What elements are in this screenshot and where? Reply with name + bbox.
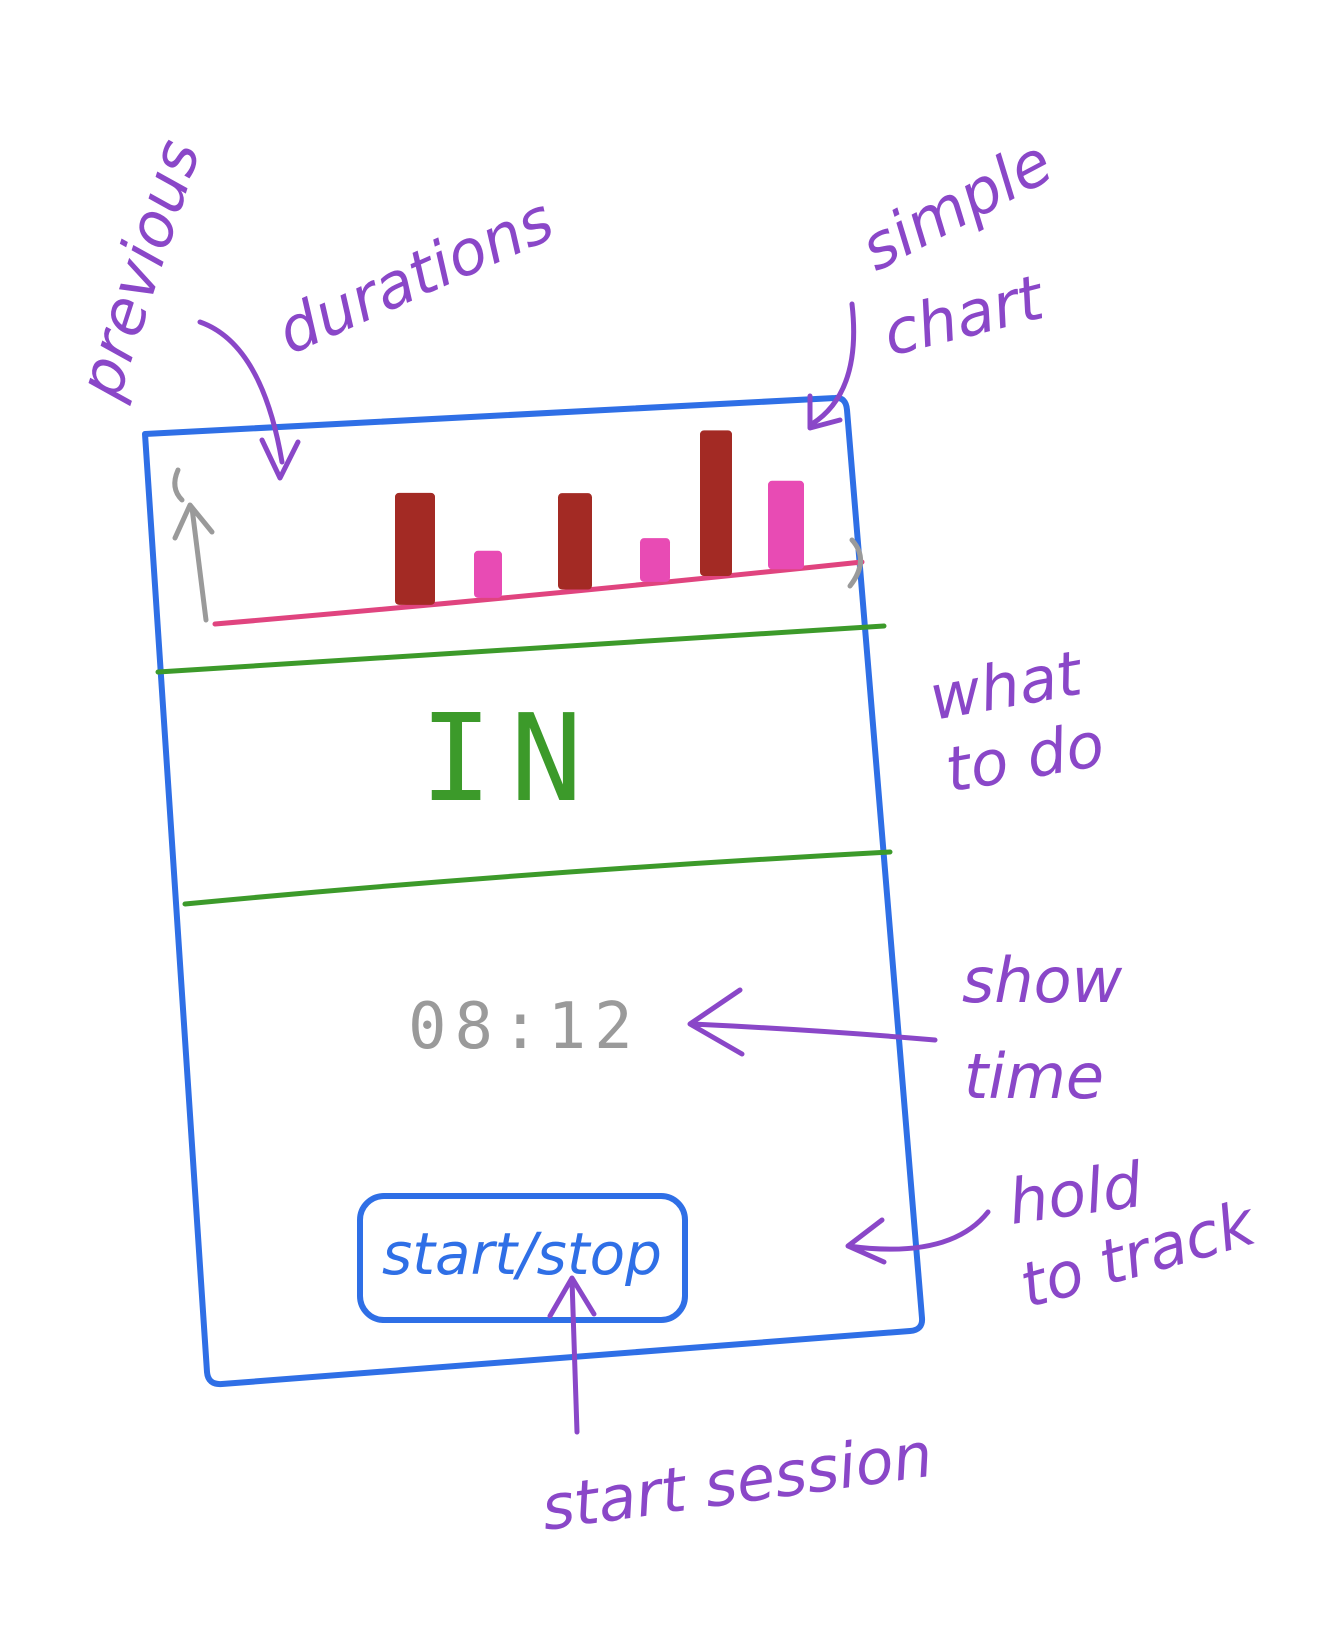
chart-x-axis-end <box>847 537 863 589</box>
annotation-start-session-arrow <box>547 1275 597 1435</box>
phase-label: IN <box>420 690 601 829</box>
chart-y-axis-end <box>172 467 185 503</box>
annotation-time-arrow <box>687 987 938 1057</box>
annotation-start-session: start session <box>537 1418 937 1545</box>
start-stop-button-outline <box>357 1193 688 1323</box>
phase-divider <box>182 849 893 907</box>
start-stop-button-label: start/stop <box>382 1220 662 1288</box>
chart-bars <box>395 430 804 605</box>
annotation-durations: durations <box>266 183 564 369</box>
phone-frame <box>142 394 926 1388</box>
annotation-chart-arrow <box>807 301 857 431</box>
annotation-previous-arrow <box>197 319 301 481</box>
chart-bar <box>558 493 592 590</box>
start-stop-button[interactable]: start/stop <box>357 1193 688 1323</box>
chart-bar <box>640 538 670 582</box>
chart-bar <box>700 430 732 576</box>
chart-bar <box>395 492 435 605</box>
annotation-chart: chart <box>876 260 1053 370</box>
chart-divider <box>155 623 887 675</box>
timer-display: 08:12 <box>408 990 641 1064</box>
annotation-previous: previous <box>63 131 215 408</box>
chart-bar <box>474 550 502 598</box>
chart-y-axis-arrow <box>172 502 215 623</box>
annotation-show: show <box>962 944 1123 1017</box>
annotation-hold-arrow <box>845 1209 991 1265</box>
chart-baseline <box>212 559 865 627</box>
duration-chart <box>172 430 865 627</box>
chart-bar <box>768 480 804 570</box>
annotation-time: time <box>964 1040 1104 1113</box>
